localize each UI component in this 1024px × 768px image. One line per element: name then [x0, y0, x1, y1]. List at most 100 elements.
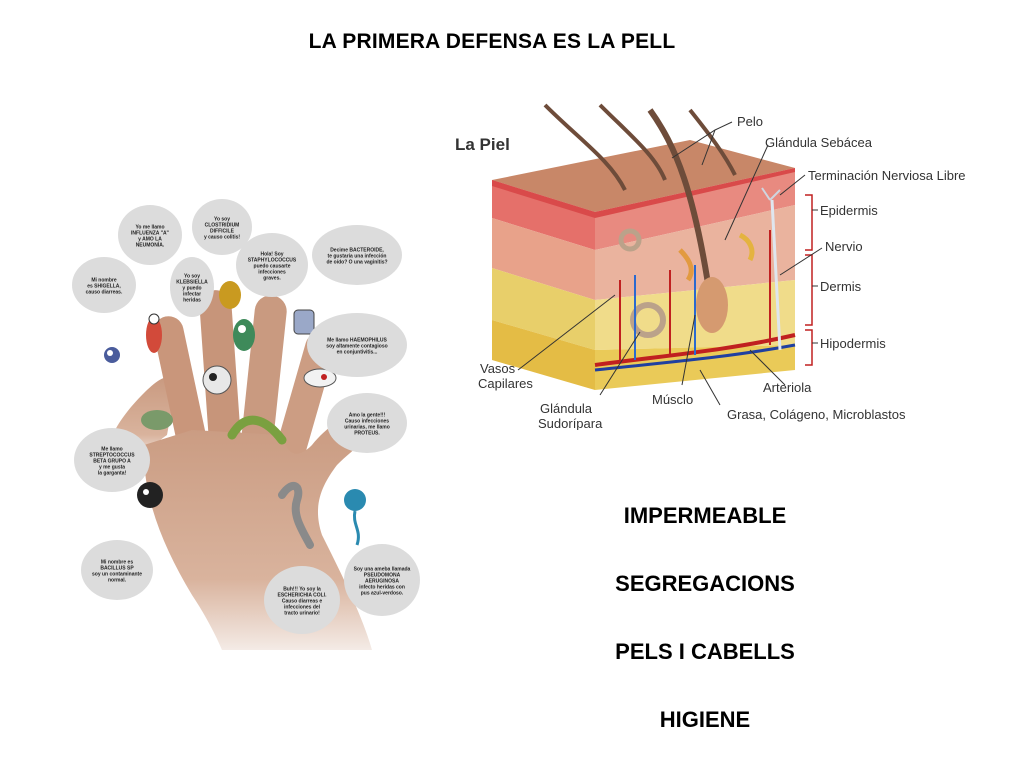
speech-bubble-text: Yo soy — [184, 274, 200, 280]
speech-bubble-text: Amo la gente!!! — [349, 413, 386, 419]
label-pelo: Pelo — [737, 114, 763, 129]
speech-bubble-text: de oído? O una vaginitis? — [326, 260, 387, 266]
label-vasos: Vasos — [480, 361, 516, 376]
speech-bubble-text: Buh!!! Yo soy la — [283, 587, 321, 593]
speech-bubble-text: CLOSTRIDIUM — [205, 223, 240, 229]
speech-bubble-text: Mi nombre es — [101, 560, 133, 566]
speech-bubble-text: Causo infecciones — [345, 419, 389, 425]
diagram-labels: Pelo Glándula Sebácea Terminación Nervio… — [478, 114, 966, 431]
speech-bubble-text: STAPHYLOCOCCUS — [248, 258, 297, 264]
point-higiene: HIGIENE — [659, 707, 751, 732]
label-musculo: Músclo — [652, 392, 693, 407]
speech-bubble-text: Mi nombre — [91, 278, 116, 284]
point-segregacions: SEGREGACIONS — [615, 571, 795, 596]
speech-bubble-text: infectar — [183, 292, 201, 298]
germ-icon — [278, 482, 314, 549]
speech-bubble-text: KLEBSIELLA — [176, 280, 208, 286]
speech-bubble-text: Me llamo — [101, 447, 122, 453]
skin-diagram-svg: La Piel — [455, 103, 966, 431]
speech-bubble: Decime BACTEROIDE,te gustaría una infecc… — [312, 225, 402, 285]
speech-bubble-text: Soy una ameba llamada — [354, 567, 411, 573]
skin-diagram-heading: La Piel — [455, 135, 510, 154]
speech-bubble-text: BETA GRUPO A — [93, 459, 131, 465]
germ-icon — [104, 347, 120, 363]
speech-bubble-text: y puedo — [182, 286, 201, 292]
speech-bubble-text: graves. — [263, 276, 281, 282]
speech-bubble-text: causo diarreas. — [86, 290, 123, 296]
speech-bubble-text: Decime BACTEROIDE, — [330, 248, 384, 254]
speech-bubble-text: NEUMONÍA. — [136, 241, 165, 249]
label-glandula-sudoripara-2: Sudorípara — [538, 416, 603, 430]
speech-bubble-shape — [170, 257, 214, 317]
speech-bubble-shape — [344, 544, 420, 616]
germ-icon — [137, 482, 163, 508]
germ-characters — [104, 281, 366, 549]
label-arteriola: Arteriola — [763, 380, 812, 395]
label-dermis: Dermis — [820, 279, 862, 294]
skin-diagram: La Piel — [450, 100, 990, 431]
germ-icon — [293, 309, 315, 335]
speech-bubble-text: puedo causarte — [254, 264, 291, 270]
germ-icon — [227, 415, 287, 445]
speech-bubble-text: PSEUDOMONA — [364, 573, 401, 579]
speech-bubble-text: heridas — [183, 298, 201, 304]
speech-bubble-text: Yo me llamo — [135, 225, 164, 231]
speech-bubble-text: ESCHERICHIA COLI. — [278, 593, 328, 599]
speech-bubble: Soy una ameba llamadaPSEUDOMONAAERUGINOS… — [344, 544, 420, 616]
germ-icon — [146, 313, 162, 353]
speech-bubble-text: te gustaría una infección — [328, 254, 387, 260]
speech-bubble-text: normal. — [108, 578, 127, 584]
speech-bubble-text: tracto urinario! — [284, 611, 320, 617]
label-glandula-sudoripara-1: Glándula — [540, 401, 593, 416]
leader-lines — [517, 121, 823, 406]
speech-bubble-shape — [118, 205, 182, 265]
label-capilares: Capilares — [478, 376, 533, 391]
label-grasa: Grasa, Colágeno, Microblastos — [727, 407, 906, 422]
speech-bubble-shape — [307, 313, 407, 377]
speech-bubble-shape — [236, 233, 308, 297]
speech-bubble-text: Causo diarreas e — [282, 599, 323, 605]
speech-bubble-shape — [312, 225, 402, 285]
germ-icon — [141, 410, 173, 430]
speech-bubble-text: y me gusta — [99, 465, 125, 471]
speech-bubble-text: y causo colitis! — [204, 235, 240, 241]
speech-bubble-text: PROTEUS. — [354, 431, 380, 437]
germ-icon — [303, 368, 337, 388]
point-pels-i-cabells: PELS I CABELLS — [615, 639, 795, 664]
speech-bubble-shape — [264, 566, 340, 634]
speech-bubble-text: Me llamo HAEMOPHILUS — [327, 338, 387, 344]
speech-bubble-text: urinarias, me llamo — [344, 425, 390, 431]
label-nervio: Nervio — [825, 239, 863, 254]
speech-bubble-text: en conjuntivitis... — [337, 350, 378, 356]
speech-bubble-shape — [72, 257, 136, 313]
label-terminacion-nerviosa: Terminación Nerviosa Libre — [808, 168, 966, 183]
label-epidermis: Epidermis — [820, 203, 878, 218]
speech-bubble: Amo la gente!!!Causo infeccionesurinaria… — [327, 393, 407, 453]
germ-icon — [344, 489, 366, 546]
speech-bubble-shape — [81, 540, 153, 600]
speech-bubble-shape — [74, 428, 150, 492]
speech-bubble-text: Hola! Soy — [260, 252, 283, 258]
germ-icon — [233, 319, 255, 351]
speech-bubble-text: BACILLUS SP — [100, 566, 134, 572]
speech-bubble-text: y AMO LA — [138, 237, 162, 243]
speech-bubble-text: infecto heridas con — [359, 585, 405, 591]
speech-bubble-text: STREPTOCOCCUS — [89, 453, 135, 459]
speech-bubble-text: soy altamente contagioso — [326, 344, 387, 350]
speech-bubble-text: pus azul-verdoso. — [361, 591, 404, 597]
speech-bubble-text: AERUGINOSA — [365, 579, 399, 585]
hair-strands — [543, 103, 737, 333]
speech-bubble-text: soy un contaminante — [92, 572, 142, 578]
speech-bubble-text: DIFFICILE — [210, 229, 235, 235]
speech-bubble-text: la garganta! — [98, 471, 127, 477]
